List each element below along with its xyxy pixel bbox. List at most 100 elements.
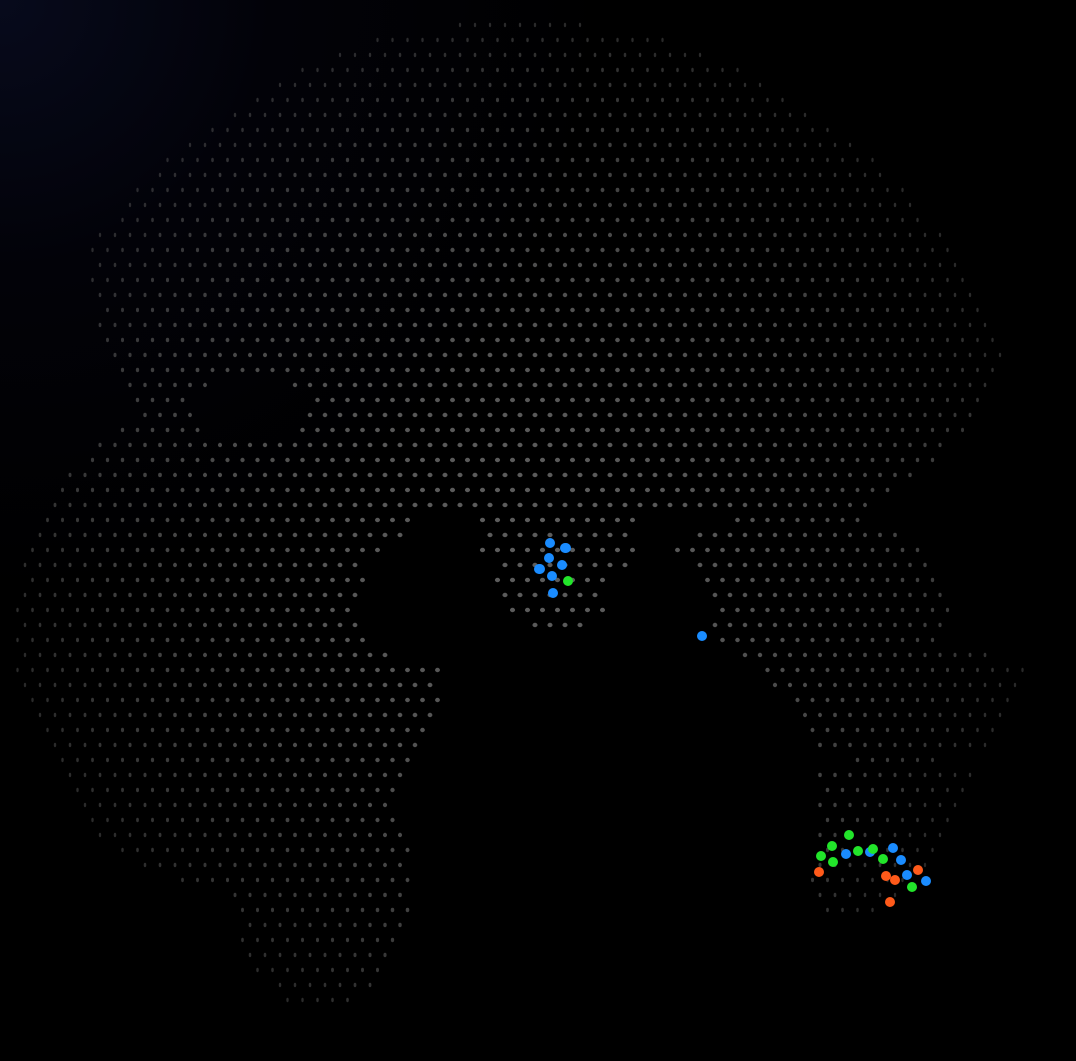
- land-dot: [225, 727, 230, 733]
- land-dot: [420, 217, 425, 223]
- land-dot: [870, 457, 875, 463]
- land-dot: [863, 892, 867, 898]
- green-location-marker[interactable]: [827, 841, 837, 851]
- blue-location-marker[interactable]: [557, 560, 567, 570]
- land-dot: [436, 67, 439, 73]
- land-dot: [270, 157, 275, 163]
- land-dot: [578, 172, 582, 178]
- blue-location-marker[interactable]: [902, 870, 912, 880]
- green-location-marker[interactable]: [907, 882, 917, 892]
- blue-location-marker[interactable]: [888, 843, 898, 853]
- land-dot: [893, 832, 897, 838]
- land-dot: [278, 892, 282, 898]
- land-dot: [308, 172, 312, 178]
- land-dot: [480, 217, 485, 223]
- land-dot: [893, 472, 897, 478]
- land-dot: [240, 847, 245, 853]
- land-dot: [781, 157, 784, 163]
- blue-location-marker[interactable]: [896, 855, 906, 865]
- land-dot: [330, 517, 335, 523]
- land-dot: [615, 187, 620, 193]
- land-dot: [158, 262, 162, 268]
- land-dot: [330, 787, 335, 793]
- land-dot: [128, 442, 132, 448]
- orange-location-marker[interactable]: [913, 865, 923, 875]
- green-location-marker[interactable]: [853, 846, 863, 856]
- land-dot: [832, 442, 838, 448]
- land-dot: [495, 397, 500, 403]
- land-dot: [360, 637, 365, 643]
- land-dot: [697, 562, 703, 568]
- land-dot: [931, 757, 934, 763]
- land-dot: [539, 457, 546, 463]
- land-dot: [593, 52, 597, 58]
- land-dot: [878, 592, 882, 598]
- land-dot: [630, 397, 635, 403]
- land-dot: [277, 352, 283, 358]
- land-dot: [390, 367, 395, 373]
- land-dot: [390, 277, 395, 283]
- land-dot: [773, 172, 777, 178]
- land-dot: [938, 352, 942, 358]
- green-location-marker[interactable]: [828, 857, 838, 867]
- land-dot: [173, 742, 177, 748]
- land-dot: [750, 637, 755, 643]
- blue-location-marker[interactable]: [561, 543, 571, 553]
- land-dot: [420, 187, 425, 193]
- land-dot: [773, 292, 777, 298]
- land-dot: [442, 232, 448, 238]
- orange-location-marker[interactable]: [881, 871, 891, 881]
- land-dot: [697, 352, 703, 358]
- land-dot: [494, 427, 501, 433]
- land-dot: [277, 472, 283, 478]
- blue-location-marker[interactable]: [841, 849, 851, 859]
- blue-location-marker[interactable]: [544, 553, 554, 563]
- land-dot: [150, 547, 155, 553]
- land-dot: [961, 337, 964, 343]
- land-dot: [113, 322, 117, 328]
- land-dot: [735, 187, 740, 193]
- blue-location-marker[interactable]: [545, 538, 555, 548]
- land-dot: [382, 262, 388, 268]
- orange-location-marker[interactable]: [890, 875, 900, 885]
- blue-location-marker[interactable]: [548, 588, 558, 598]
- land-dot: [533, 82, 537, 88]
- land-dot: [645, 307, 650, 313]
- land-dot: [682, 502, 688, 508]
- green-location-marker[interactable]: [816, 851, 826, 861]
- land-dot: [630, 277, 635, 283]
- land-dot: [495, 247, 500, 253]
- land-dot: [757, 382, 763, 388]
- blue-location-marker[interactable]: [535, 564, 545, 574]
- land-dot: [61, 697, 64, 703]
- green-location-marker[interactable]: [868, 844, 878, 854]
- land-dot: [375, 487, 380, 493]
- land-dot: [315, 457, 320, 463]
- land-dot: [571, 37, 574, 43]
- land-dot: [450, 367, 455, 373]
- land-dot: [645, 487, 650, 493]
- blue-location-marker[interactable]: [697, 631, 707, 641]
- orange-location-marker[interactable]: [814, 867, 824, 877]
- land-dot: [915, 337, 920, 343]
- blue-location-marker[interactable]: [921, 876, 931, 886]
- land-dot: [832, 622, 838, 628]
- land-dot: [412, 262, 418, 268]
- land-dot: [300, 847, 305, 853]
- orange-location-marker[interactable]: [885, 897, 895, 907]
- land-dot: [577, 322, 583, 328]
- land-dot: [292, 352, 298, 358]
- land-dot: [449, 487, 456, 493]
- land-dot: [811, 127, 814, 133]
- land-dot: [75, 547, 80, 553]
- land-dot: [502, 262, 508, 268]
- green-location-marker[interactable]: [563, 576, 573, 586]
- green-location-marker[interactable]: [878, 854, 888, 864]
- land-dot: [278, 292, 282, 298]
- land-dot: [271, 97, 274, 103]
- land-dot: [345, 727, 350, 733]
- green-location-marker[interactable]: [844, 830, 854, 840]
- blue-location-marker[interactable]: [547, 571, 557, 581]
